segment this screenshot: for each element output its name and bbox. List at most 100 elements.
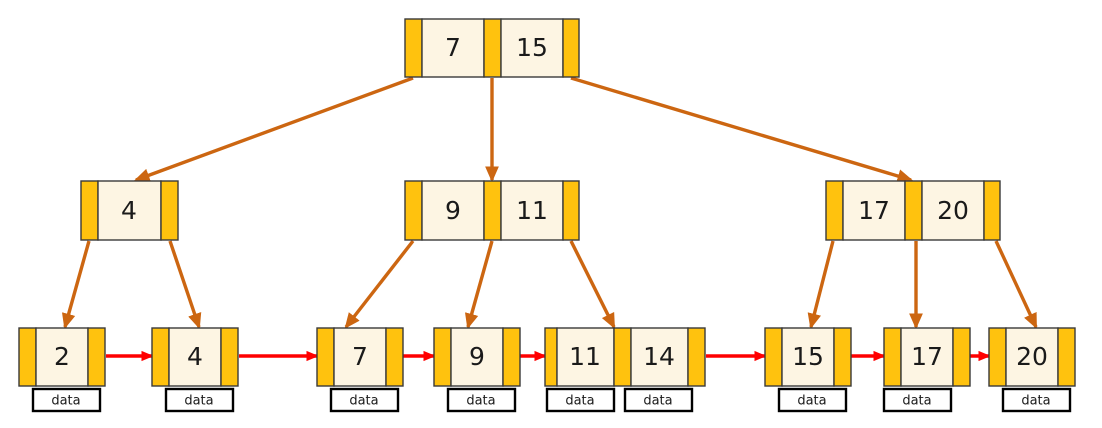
internal-middle-key-cell-0[interactable] [421,180,485,241]
leaf-1-key-label-0: 2 [54,342,70,371]
node-leaf-4[interactable]: data 9 [433,327,521,413]
leaf-5-key-label-0: 11 [569,342,601,371]
leaf-8-pointer-next[interactable] [1057,327,1076,387]
node-leaf-8[interactable]: data 20 [988,327,1076,413]
edges-internal-right-to-leaves [807,240,1038,330]
internal-left-key-cell-0[interactable] [97,180,162,241]
edge-root-to-internal-left [133,76,414,182]
leaf-1-pointer-0[interactable] [18,327,37,387]
leaf-8-data-box-0[interactable] [1001,387,1072,413]
edge-im-p2-to-leaf-5 [569,240,616,329]
leaf-7-key-cell-0[interactable] [900,327,954,387]
leaf-5-pointer-0[interactable] [544,327,558,387]
leaf-5-data-box-0[interactable] [545,387,616,413]
edge-il-p0-to-leaf-1 [61,240,91,330]
edge-root-to-internal-right [570,76,914,183]
leaf-3-pointer-next[interactable] [385,327,404,387]
node-leaf-3[interactable]: data 7 [316,327,404,413]
leaf-1-data-label-0: data [51,394,80,409]
leaf-6-pointer-0[interactable] [764,327,783,387]
internal-left-pointer-0[interactable] [80,180,99,241]
leaf-5-data-label-0: data [565,394,594,409]
leaf-5-key-label-1: 14 [643,342,675,371]
leaf-1-pointer-next[interactable] [87,327,106,387]
internal-left-key-label-0: 4 [121,196,137,225]
leaf-3-key-cell-0[interactable] [333,327,387,387]
leaf-6-data-label-0: data [797,394,826,409]
edge-ir-p2-to-leaf-8 [994,240,1038,329]
leaf-5-pointer-next[interactable] [687,327,706,387]
leaf-4-pointer-next[interactable] [502,327,521,387]
node-leaf-6[interactable]: data 15 [764,327,852,413]
leaf-1-data-box-0[interactable] [31,387,102,413]
internal-right-key-label-0: 17 [858,196,890,225]
edges-internal-middle-to-leaves [344,239,616,330]
leaf-5-key-cell-0[interactable] [556,327,615,387]
leaf-6-data-box-0[interactable] [777,387,848,413]
leaf-7-data-box-0[interactable] [882,387,953,413]
edge-im-p0-to-leaf-3 [344,239,415,329]
internal-middle-pointer-2[interactable] [562,180,580,241]
leaf-3-data-label-0: data [349,394,378,409]
leaf-7-pointer-0[interactable] [883,327,902,387]
leaf-2-data-label-0: data [184,394,213,409]
leaf-3-key-label-0: 7 [352,342,368,371]
node-root[interactable]: 7 15 [404,18,580,78]
leaf-4-data-box-0[interactable] [446,387,517,413]
edge-il-p1-to-leaf-2 [168,240,202,330]
internal-middle-pointer-0[interactable] [404,180,423,241]
node-internal-left[interactable]: 4 [80,180,179,241]
root-pointer-2[interactable] [562,18,580,78]
root-pointer-0[interactable] [404,18,423,78]
leaf-8-key-label-0: 20 [1016,342,1048,371]
leaf-5-key-cell-1[interactable] [630,327,689,387]
internal-middle-key-cell-1[interactable] [500,180,564,241]
internal-middle-pointer-1[interactable] [483,180,502,241]
leaf-7-key-label-0: 17 [911,342,943,371]
leaf-4-data-label-0: data [466,394,495,409]
leaf-2-key-label-0: 4 [187,342,203,371]
leaf-6-key-cell-0[interactable] [781,327,835,387]
node-internal-right[interactable]: 17 20 [825,180,1001,241]
leaf-6-key-label-0: 15 [792,342,824,371]
leaf-2-data-box-0[interactable] [164,387,235,413]
leaf-5-data-box-1[interactable] [623,387,694,413]
leaf-5-data-label-1: data [643,394,672,409]
leaf-2-pointer-next[interactable] [220,327,239,387]
leaf-3-pointer-0[interactable] [316,327,335,387]
internal-right-key-cell-1[interactable] [921,180,985,241]
leaf-4-key-cell-0[interactable] [450,327,504,387]
leaf-7-data-label-0: data [902,394,931,409]
internal-right-key-label-1: 20 [937,196,969,225]
leaf-8-pointer-0[interactable] [988,327,1007,387]
internal-right-key-cell-0[interactable] [842,180,906,241]
internal-middle-key-label-1: 11 [516,196,548,225]
edges-internal-left-to-leaves [61,240,202,330]
leaf-4-pointer-0[interactable] [433,327,452,387]
node-leaf-2[interactable]: data 4 [151,327,239,413]
internal-right-pointer-0[interactable] [825,180,844,241]
leaf-2-key-cell-0[interactable] [168,327,222,387]
root-pointer-1[interactable] [483,18,502,78]
leaf-5-pointer-1[interactable] [613,327,632,387]
root-key-label-0: 7 [445,33,461,62]
internal-right-pointer-2[interactable] [983,180,1001,241]
leaf-4-key-label-0: 9 [469,342,485,371]
internal-right-pointer-1[interactable] [904,180,923,241]
internal-middle-key-label-0: 9 [445,196,461,225]
node-leaf-7[interactable]: data 17 [882,327,971,413]
leaf-8-data-label-0: data [1021,394,1050,409]
edges-root-to-internal [133,76,914,183]
root-key-cell-1[interactable] [500,18,564,78]
node-internal-middle[interactable]: 9 11 [404,180,580,241]
internal-left-pointer-1[interactable] [160,180,179,241]
leaf-3-data-box-0[interactable] [329,387,400,413]
leaf-7-pointer-next[interactable] [952,327,971,387]
leaf-2-pointer-0[interactable] [151,327,170,387]
node-leaf-1[interactable]: data 2 [18,327,106,413]
node-leaf-5[interactable]: data data 11 14 [544,327,706,413]
edge-ir-p0-to-leaf-6 [807,240,835,330]
leaf-6-pointer-next[interactable] [833,327,852,387]
